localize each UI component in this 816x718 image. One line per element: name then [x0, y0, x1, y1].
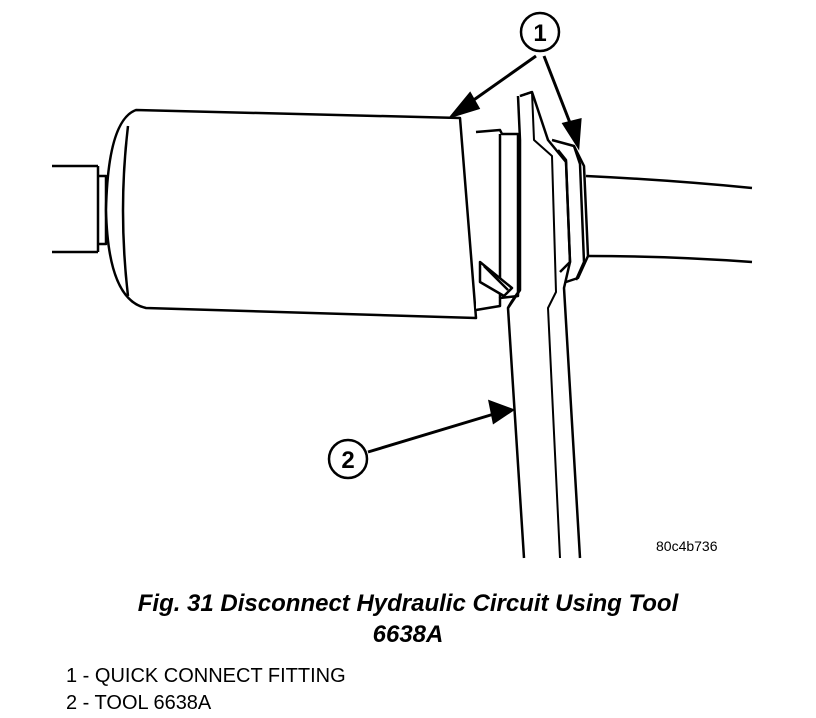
callout-2: 2	[327, 399, 516, 480]
callout-1: 1	[447, 11, 582, 151]
tool-6638a	[506, 90, 582, 559]
callout-1-arrows	[447, 54, 582, 151]
hydraulic-fitting-illustration: 1 2	[52, 11, 753, 559]
quick-connect-body	[104, 108, 478, 320]
caption-line-2: 6638A	[372, 621, 444, 648]
left-hydraulic-line	[52, 164, 108, 254]
callout-1-number: 1	[533, 20, 546, 47]
right-hydraulic-line	[585, 174, 753, 264]
legend: 1 - QUICK CONNECT FITTING 2 - TOOL 6638A	[66, 663, 346, 717]
callout-2-arrow	[367, 399, 516, 454]
legend-item-2: 2 - TOOL 6638A	[66, 692, 212, 714]
callout-2-number: 2	[341, 447, 354, 474]
legend-item-1: 1 - QUICK CONNECT FITTING	[66, 665, 346, 687]
figure-code: 80c4b736	[656, 538, 718, 554]
fitting-collar	[551, 138, 590, 284]
figure-caption: Fig. 31 Disconnect Hydraulic Circuit Usi…	[0, 588, 816, 650]
caption-line-1: Fig. 31 Disconnect Hydraulic Circuit Usi…	[137, 590, 679, 617]
fitting-rings	[475, 128, 520, 312]
